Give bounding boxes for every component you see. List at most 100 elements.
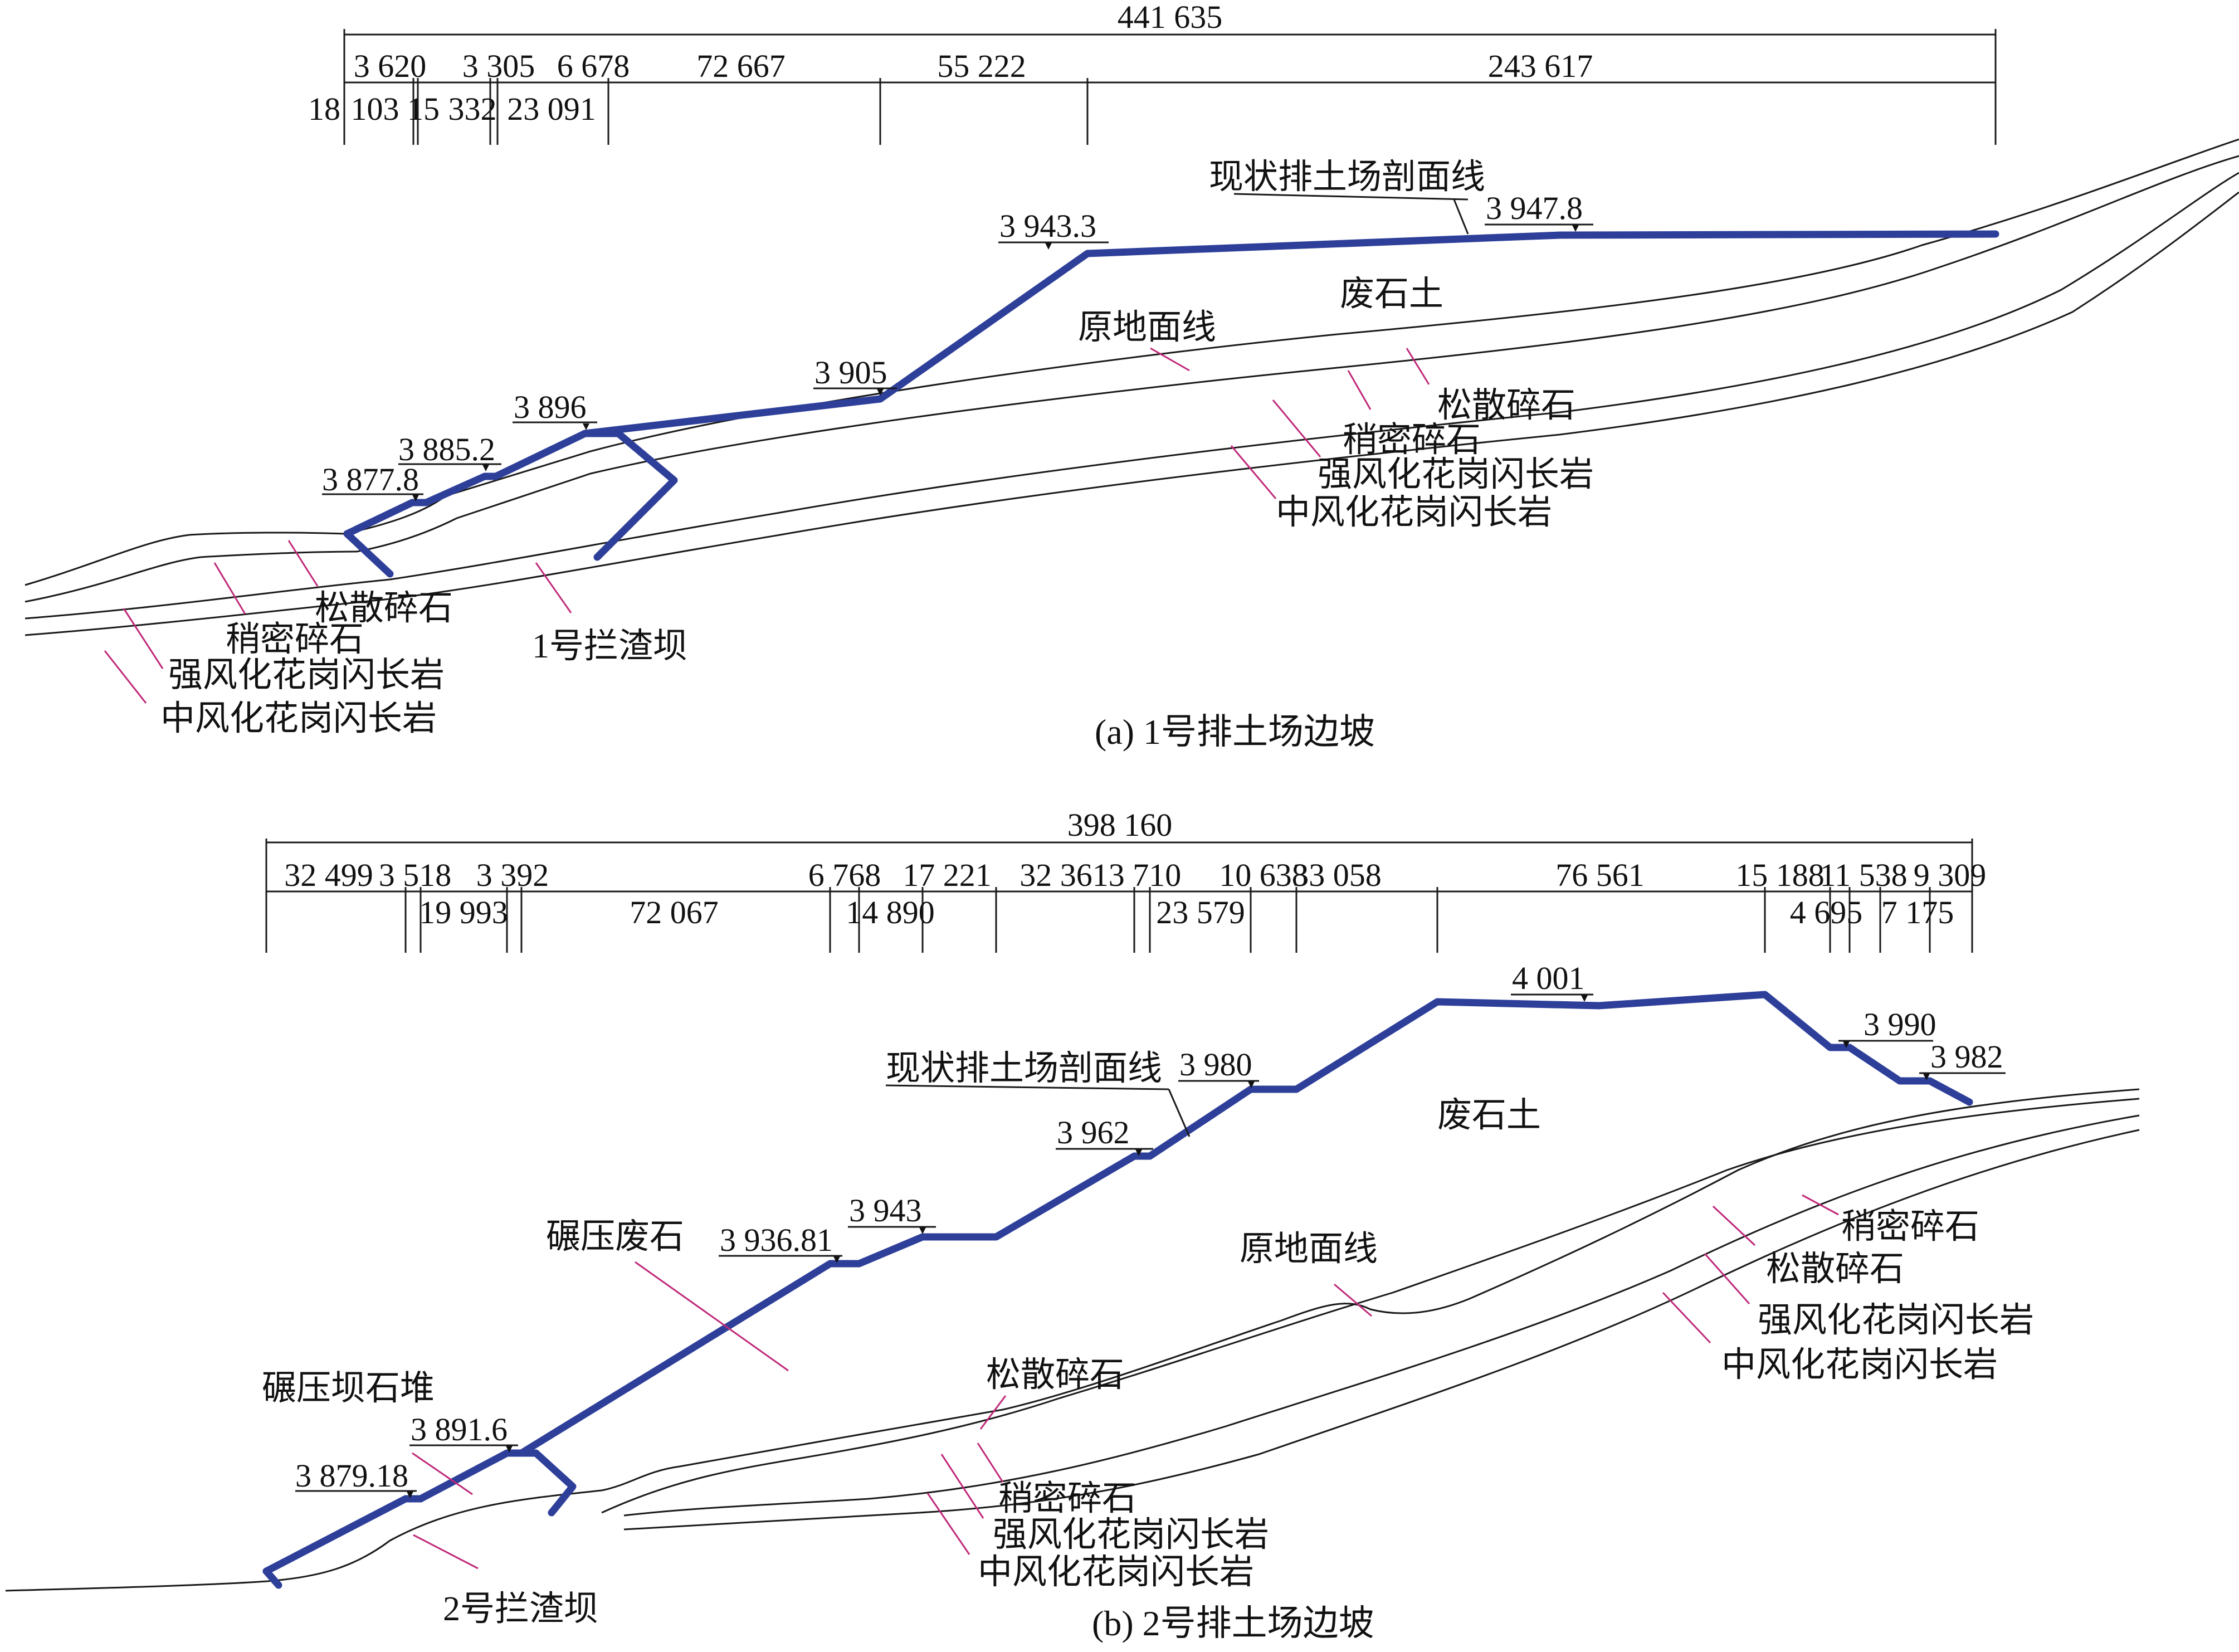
original-ground-label: 原地面线 xyxy=(1078,309,1216,347)
dam-label: 1号拦渣坝 xyxy=(532,627,687,665)
panel-b-labels: 现状排土场剖面线 废石土 碾压废石 碾压坝石堆 原地面线 松散碎石 稍密碎石 强… xyxy=(262,1050,2034,1643)
leader-line xyxy=(1272,399,1321,457)
leader-line xyxy=(926,1493,970,1555)
dim-label: 14 890 xyxy=(846,894,935,930)
dim-label: 11 538 xyxy=(1820,857,1907,893)
dam-profile-line xyxy=(581,430,678,561)
elevation-label: 4 001 xyxy=(1512,960,1585,996)
strata-line xyxy=(25,138,2239,586)
strata-line xyxy=(25,155,2239,603)
moderate-weathered-label: 中风化花岗闪长岩 xyxy=(160,700,437,738)
leader-line xyxy=(1168,1089,1191,1137)
moderate-weathered-label: 中风化花岗闪长岩 xyxy=(1721,1346,1998,1384)
leader-line xyxy=(1230,445,1277,499)
dim-label: 3 710 xyxy=(1109,857,1182,893)
panel-b: 398 160 32 499 3 518 3 392 6 768 17 221 … xyxy=(5,807,2140,1643)
leader-line xyxy=(1802,1194,1839,1216)
panel-a-profile xyxy=(343,230,1999,578)
dim-label: 33 058 xyxy=(1292,857,1382,893)
leader-line xyxy=(940,1454,984,1519)
panel-b-elevations: 3 879.18 3 891.6 3 936.81 3 943 3 962 3 … xyxy=(295,960,2006,1498)
dim-label: 19 993 xyxy=(419,894,508,930)
elevation-marker-icon xyxy=(1135,1149,1142,1156)
elevation-marker-icon xyxy=(877,389,884,396)
elevation-label: 3 885.2 xyxy=(398,431,495,467)
leader-line xyxy=(1150,347,1190,372)
dim-label: 243 617 xyxy=(1488,48,1593,84)
dim-label: 32 499 xyxy=(284,857,373,893)
elevation-marker-icon xyxy=(1248,1081,1255,1088)
dense-gravel-label: 稍密碎石 xyxy=(998,1480,1136,1518)
dim-label: 3 518 xyxy=(379,857,452,893)
waste-label: 废石土 xyxy=(1340,275,1443,313)
elevation-label: 3 877.8 xyxy=(322,461,419,498)
elevation-label: 3 943.3 xyxy=(999,208,1096,244)
current-profile-line xyxy=(343,230,1999,538)
strata-line xyxy=(25,191,2239,636)
elevation-label: 3 905 xyxy=(814,354,887,391)
leader-line xyxy=(123,608,164,669)
elevation-label: 3 896 xyxy=(514,389,587,425)
strata-line xyxy=(5,1088,2140,1592)
leader-line xyxy=(885,1084,1169,1090)
leader-line xyxy=(535,562,572,613)
dim-total-label: 441 635 xyxy=(1118,0,1223,35)
loose-gravel-label: 松散碎石 xyxy=(315,589,453,627)
dim-label: 72 067 xyxy=(630,894,719,930)
dim-label: 76 561 xyxy=(1555,857,1645,893)
panel-b-profile xyxy=(262,991,1973,1589)
elevation-marker-icon xyxy=(833,1256,840,1263)
elevation-marker-icon xyxy=(506,1446,513,1453)
compacted-waste-label: 碾压废石 xyxy=(546,1218,684,1256)
moderate-weathered-label: 中风化花岗闪长岩 xyxy=(978,1553,1254,1591)
dim-label: 17 221 xyxy=(903,857,992,893)
dim-label: 55 222 xyxy=(937,48,1026,84)
dim-label: 23 091 xyxy=(507,91,596,127)
dam-profile-line xyxy=(518,1449,577,1517)
elevation-label: 3 936.81 xyxy=(720,1222,833,1258)
elevation-label: 3 990 xyxy=(1864,1006,1936,1042)
elevation-label: 3 962 xyxy=(1057,1114,1130,1151)
strong-weathered-label: 强风化花岗闪长岩 xyxy=(1318,456,1594,494)
dim-label: 332 xyxy=(448,91,497,127)
strata-line xyxy=(623,1114,2140,1517)
leader-line xyxy=(213,562,246,615)
leader-line xyxy=(635,1261,789,1372)
leader-line xyxy=(1712,1205,1756,1246)
dim-label: 7 175 xyxy=(1881,894,1954,930)
leader-line xyxy=(1704,1253,1750,1304)
dim-label: 103 xyxy=(351,91,399,127)
dim-label: 32 361 xyxy=(1019,857,1109,893)
dim-label: 3 305 xyxy=(462,48,535,84)
elevation-marker-icon xyxy=(1923,1074,1930,1080)
dense-gravel-label: 稍密碎石 xyxy=(1841,1208,1979,1246)
dam-label: 2号拦渣坝 xyxy=(443,1590,598,1628)
panel-b-caption: (b) 2号排土场边坡 xyxy=(1092,1604,1374,1643)
leader-line xyxy=(104,650,147,704)
leader-line xyxy=(1406,348,1430,385)
dim-label: 6 768 xyxy=(808,857,881,893)
dim-label: 4 695 xyxy=(1790,894,1863,930)
loose-gravel-label: 松散碎石 xyxy=(1766,1250,1904,1288)
panel-a-caption: (a) 1号排土场边坡 xyxy=(1095,712,1375,752)
loose-gravel-label: 松散碎石 xyxy=(1437,387,1575,425)
elevation-marker-icon xyxy=(1581,995,1588,1002)
leader-line xyxy=(979,1395,1007,1430)
panel-a: 441 635 3 620 3 305 6 678 72 667 55 222 … xyxy=(25,0,2239,752)
dense-gravel-label: 稍密碎石 xyxy=(1343,421,1481,459)
leader-line xyxy=(1662,1292,1711,1344)
elevation-label: 3 943 xyxy=(849,1192,922,1229)
leader-line xyxy=(1233,193,1469,201)
elevation-label: 3 980 xyxy=(1179,1046,1252,1083)
waste-label: 废石土 xyxy=(1437,1097,1541,1134)
dim-label: 10 638 xyxy=(1219,857,1308,893)
elevation-marker-icon xyxy=(919,1227,926,1234)
dim-label: 23 579 xyxy=(1156,894,1245,930)
dim-label: 15 188 xyxy=(1735,857,1825,893)
dim-label: 3 392 xyxy=(476,857,549,893)
dense-gravel-label: 稍密碎石 xyxy=(226,621,364,659)
strata-line xyxy=(601,1098,2140,1514)
profile-line-label: 现状排土场剖面线 xyxy=(886,1050,1162,1088)
strata-line xyxy=(25,172,2239,620)
